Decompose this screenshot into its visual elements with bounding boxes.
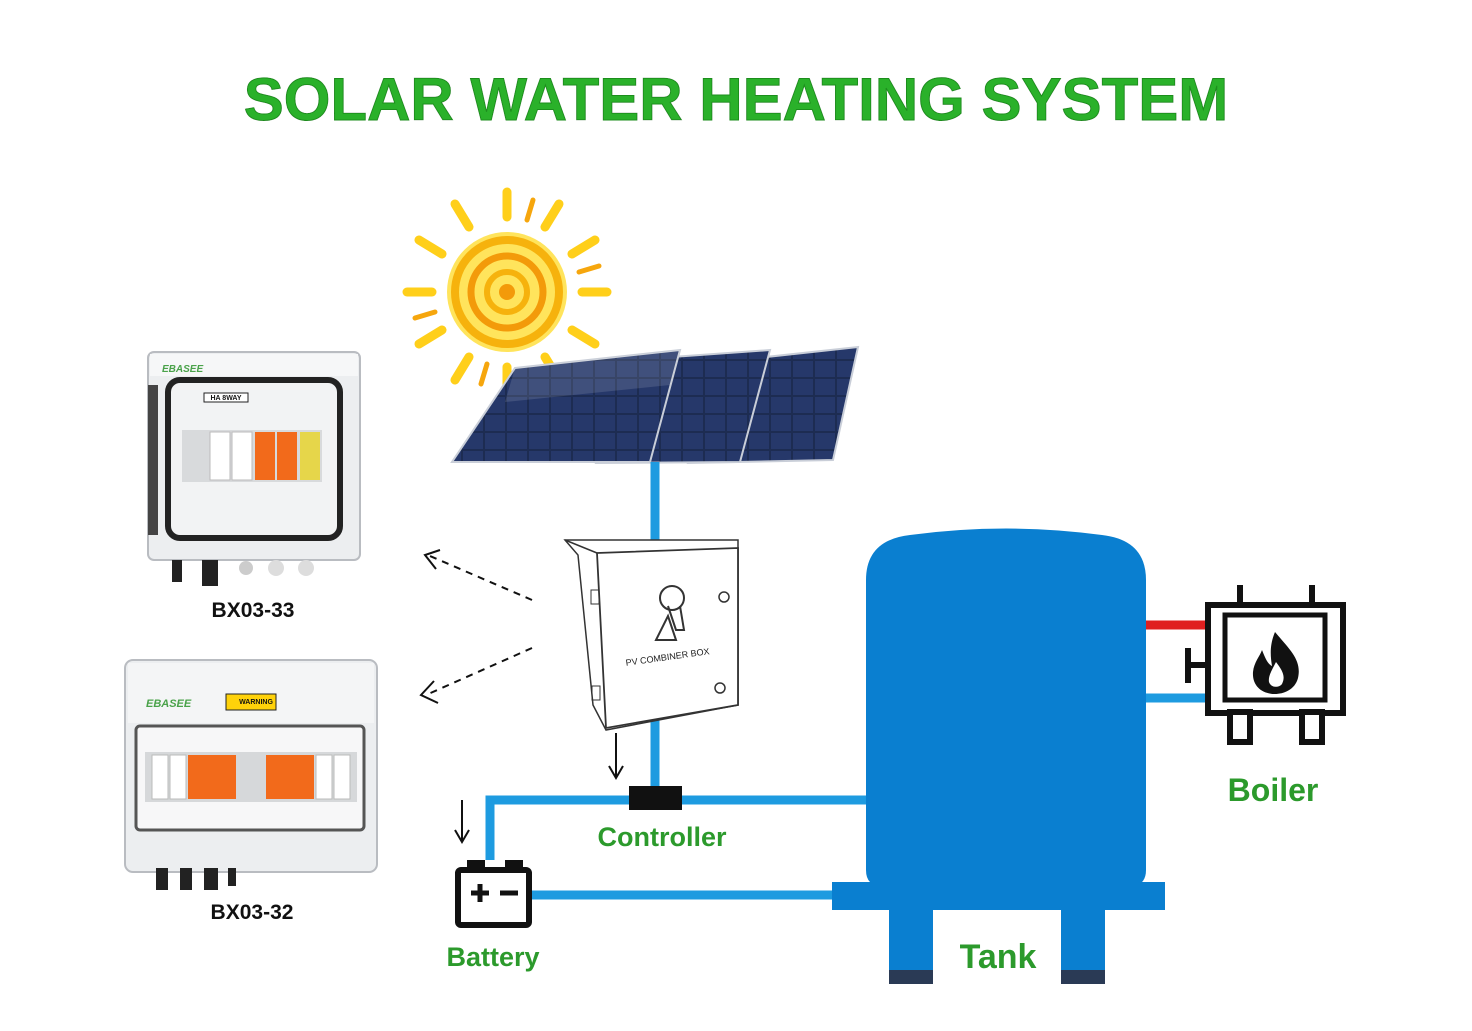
boiler-label: Boiler	[1228, 772, 1319, 808]
controller-label: Controller	[597, 822, 726, 852]
disconnect-handle-icon	[654, 585, 686, 641]
pipe-network	[485, 462, 1208, 900]
brand-logo-top: EBASEE	[162, 364, 203, 375]
controller-device	[629, 786, 682, 810]
box-top-model: BX03-33	[212, 599, 295, 622]
dashed-arrow-top	[423, 549, 533, 601]
solar-panel-icon	[450, 345, 860, 465]
battery-label: Battery	[446, 942, 539, 972]
pv-combiner-box: PV COMBINER BOX	[563, 539, 739, 731]
brand-logo-bottom: EBASEE	[146, 698, 192, 710]
page-title: SOLAR WATER HEATING SYSTEM	[244, 66, 1228, 133]
combiner-box-bx03-33: EBASEE HA 8WAY	[147, 351, 361, 586]
sun-icon	[402, 187, 612, 397]
down-arrow-icon	[454, 733, 624, 844]
warning-label: WARNING	[239, 699, 273, 706]
box-bottom-model: BX03-32	[211, 901, 294, 924]
tank-label: Tank	[960, 938, 1037, 976]
dashed-arrow-bottom	[419, 647, 533, 704]
battery-icon	[455, 860, 532, 928]
box-top-tag: HA 8WAY	[211, 395, 242, 402]
water-tank	[832, 528, 1165, 984]
combiner-box-bx03-32: EBASEE WARNING	[124, 659, 378, 890]
boiler-icon	[1185, 585, 1346, 745]
flame-icon	[1252, 632, 1299, 694]
